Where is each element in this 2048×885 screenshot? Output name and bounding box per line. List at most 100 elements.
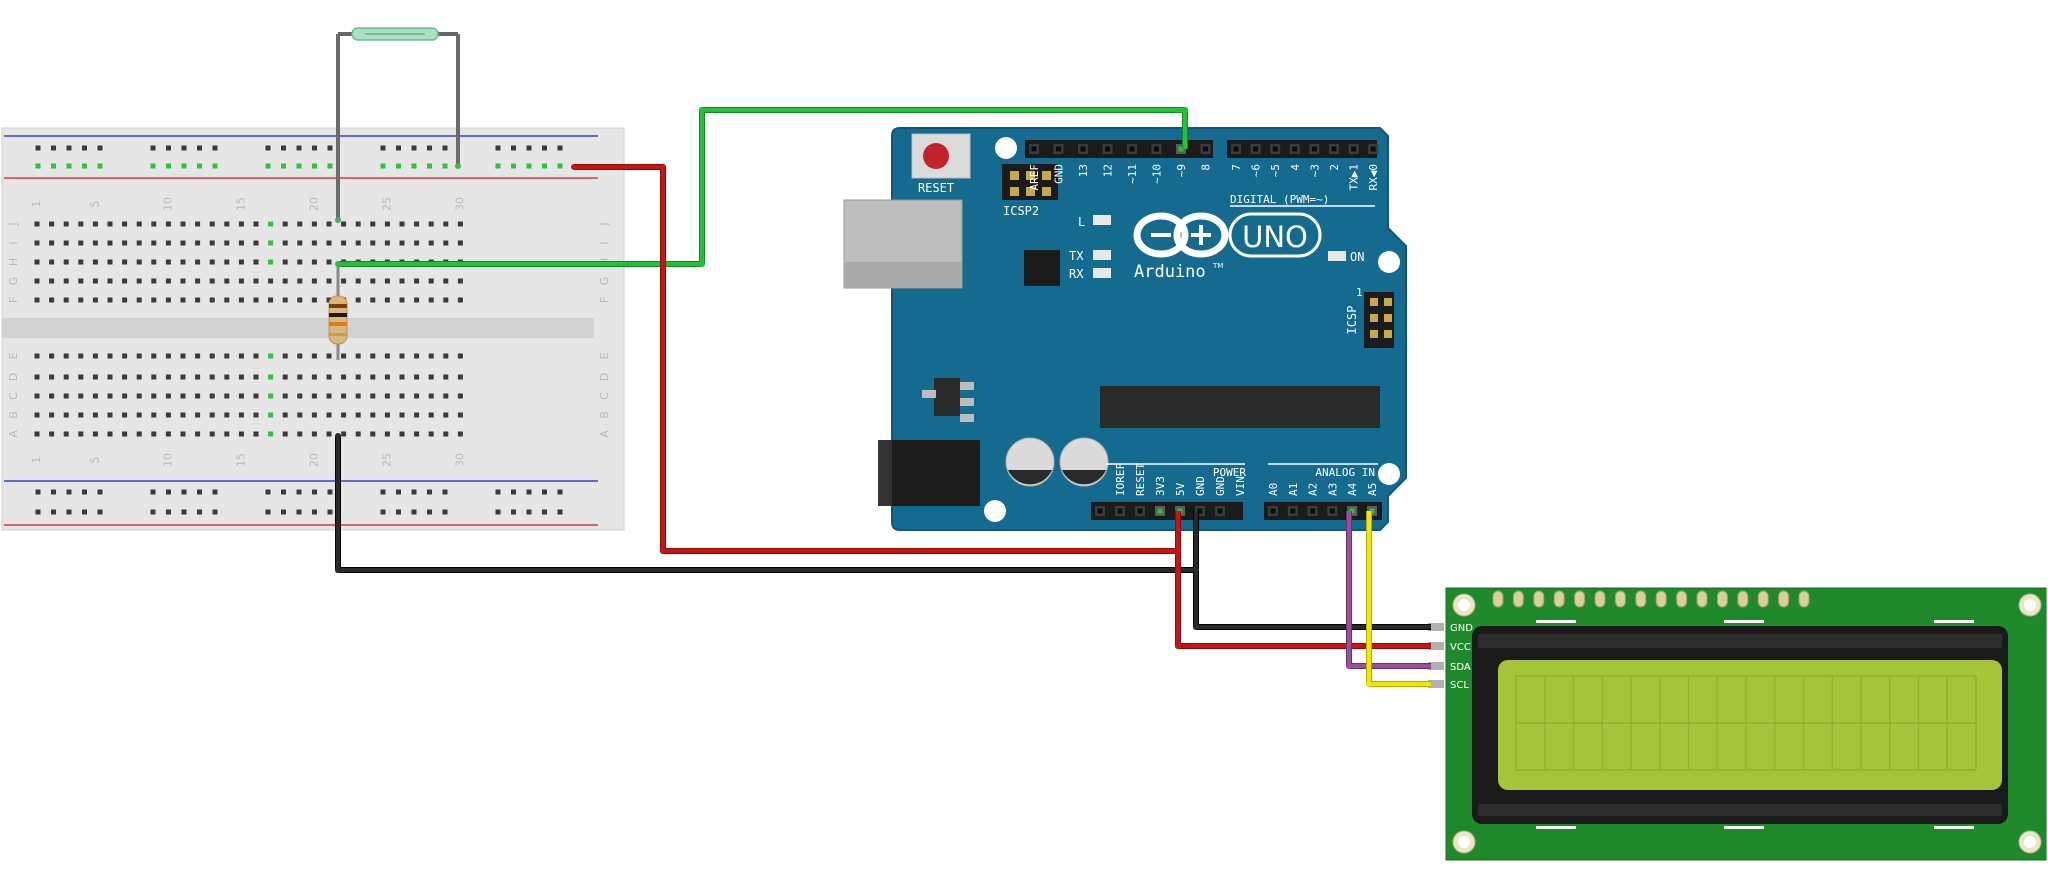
breadboard-hole[interactable] bbox=[282, 259, 288, 265]
breadboard-hole[interactable] bbox=[443, 297, 449, 303]
rail-hole[interactable] bbox=[442, 145, 448, 151]
breadboard-hole[interactable] bbox=[151, 221, 157, 227]
breadboard-hole[interactable] bbox=[311, 278, 317, 284]
rail-hole[interactable] bbox=[82, 145, 87, 151]
rail-hole[interactable] bbox=[82, 489, 87, 495]
breadboard-hole[interactable] bbox=[238, 431, 244, 437]
rail-hole-connected[interactable] bbox=[411, 163, 417, 169]
breadboard-hole[interactable] bbox=[34, 374, 40, 380]
breadboard-hole[interactable] bbox=[428, 431, 434, 437]
breadboard-hole[interactable] bbox=[238, 221, 244, 227]
breadboard-hole[interactable] bbox=[78, 393, 84, 399]
rail-hole[interactable] bbox=[411, 145, 417, 151]
rail-hole-connected[interactable] bbox=[181, 163, 187, 169]
rail-hole[interactable] bbox=[97, 489, 103, 495]
rail-hole[interactable] bbox=[312, 145, 317, 151]
rail-hole[interactable] bbox=[181, 145, 187, 151]
breadboard-hole[interactable] bbox=[151, 353, 157, 359]
breadboard-hole[interactable] bbox=[63, 393, 69, 399]
breadboard-hole[interactable] bbox=[238, 259, 244, 265]
wire-scl[interactable] bbox=[1367, 511, 1431, 686]
breadboard-hole[interactable] bbox=[341, 278, 347, 284]
breadboard-hole[interactable] bbox=[224, 259, 230, 265]
breadboard-hole[interactable] bbox=[92, 412, 98, 418]
breadboard-hole[interactable] bbox=[341, 431, 347, 437]
breadboard-hole[interactable] bbox=[180, 259, 186, 265]
breadboard-hole[interactable] bbox=[297, 259, 303, 265]
breadboard-hole-connected[interactable] bbox=[268, 374, 274, 380]
breadboard-hole[interactable] bbox=[238, 393, 244, 399]
rail-hole[interactable] bbox=[82, 509, 87, 515]
breadboard-hole[interactable] bbox=[195, 393, 201, 399]
rail-hole[interactable] bbox=[35, 509, 41, 515]
breadboard-hole[interactable] bbox=[165, 412, 171, 418]
rail-hole[interactable] bbox=[327, 145, 333, 151]
breadboard-hole-connected[interactable] bbox=[268, 393, 274, 399]
breadboard-hole[interactable] bbox=[282, 278, 288, 284]
breadboard-hole[interactable] bbox=[355, 240, 361, 246]
breadboard-hole[interactable] bbox=[180, 393, 186, 399]
rail-hole[interactable] bbox=[396, 145, 401, 151]
rail-hole-connected[interactable] bbox=[327, 163, 333, 169]
breadboard-hole[interactable] bbox=[78, 353, 84, 359]
breadboard-hole[interactable] bbox=[238, 374, 244, 380]
rail-hole[interactable] bbox=[542, 489, 547, 495]
breadboard-hole[interactable] bbox=[165, 431, 171, 437]
breadboard-hole[interactable] bbox=[311, 374, 317, 380]
breadboard-hole[interactable] bbox=[151, 431, 157, 437]
breadboard-hole[interactable] bbox=[370, 297, 376, 303]
breadboard-hole[interactable] bbox=[297, 393, 303, 399]
breadboard-hole[interactable] bbox=[195, 353, 201, 359]
breadboard-hole[interactable] bbox=[399, 374, 405, 380]
breadboard-hole[interactable] bbox=[151, 412, 157, 418]
breadboard-hole[interactable] bbox=[165, 221, 171, 227]
breadboard-hole[interactable] bbox=[224, 374, 230, 380]
breadboard-hole[interactable] bbox=[414, 412, 420, 418]
breadboard-hole[interactable] bbox=[49, 412, 55, 418]
rail-hole-connected[interactable] bbox=[166, 163, 171, 169]
breadboard-hole[interactable] bbox=[107, 240, 113, 246]
breadboard-hole[interactable] bbox=[384, 297, 390, 303]
rail-hole[interactable] bbox=[411, 489, 417, 495]
breadboard-hole[interactable] bbox=[311, 353, 317, 359]
breadboard-hole[interactable] bbox=[122, 240, 128, 246]
breadboard-hole[interactable] bbox=[355, 221, 361, 227]
breadboard-hole[interactable] bbox=[63, 412, 69, 418]
breadboard-hole[interactable] bbox=[195, 240, 201, 246]
breadboard-hole[interactable] bbox=[180, 353, 186, 359]
breadboard-hole[interactable] bbox=[253, 240, 259, 246]
breadboard-hole[interactable] bbox=[355, 297, 361, 303]
breadboard-hole[interactable] bbox=[92, 431, 98, 437]
breadboard-hole[interactable] bbox=[78, 374, 84, 380]
rail-hole-connected[interactable] bbox=[97, 163, 103, 169]
breadboard-hole[interactable] bbox=[253, 412, 259, 418]
breadboard-hole[interactable] bbox=[355, 374, 361, 380]
breadboard-hole[interactable] bbox=[341, 240, 347, 246]
breadboard-hole[interactable] bbox=[399, 431, 405, 437]
rail-hole[interactable] bbox=[442, 509, 448, 515]
breadboard-hole[interactable] bbox=[238, 278, 244, 284]
breadboard-hole[interactable] bbox=[253, 221, 259, 227]
lcd-pin[interactable] bbox=[1428, 642, 1444, 650]
breadboard-hole[interactable] bbox=[63, 374, 69, 380]
breadboard-hole[interactable] bbox=[165, 374, 171, 380]
rail-hole[interactable] bbox=[312, 489, 317, 495]
breadboard-hole[interactable] bbox=[443, 412, 449, 418]
breadboard-hole[interactable] bbox=[399, 353, 405, 359]
breadboard-hole[interactable] bbox=[180, 297, 186, 303]
breadboard-hole[interactable] bbox=[224, 221, 230, 227]
rail-hole[interactable] bbox=[265, 145, 271, 151]
rail-hole-connected[interactable] bbox=[150, 163, 156, 169]
breadboard-hole[interactable] bbox=[297, 353, 303, 359]
breadboard-hole[interactable] bbox=[297, 278, 303, 284]
breadboard-hole[interactable] bbox=[268, 297, 274, 303]
breadboard-hole[interactable] bbox=[311, 393, 317, 399]
breadboard-hole[interactable] bbox=[49, 431, 55, 437]
breadboard-hole[interactable] bbox=[78, 240, 84, 246]
breadboard-hole[interactable] bbox=[195, 259, 201, 265]
breadboard-hole-connected[interactable] bbox=[268, 412, 274, 418]
rail-hole[interactable] bbox=[212, 489, 218, 495]
breadboard-hole[interactable] bbox=[49, 221, 55, 227]
rail-hole-connected[interactable] bbox=[265, 163, 271, 169]
breadboard-hole[interactable] bbox=[457, 297, 463, 303]
